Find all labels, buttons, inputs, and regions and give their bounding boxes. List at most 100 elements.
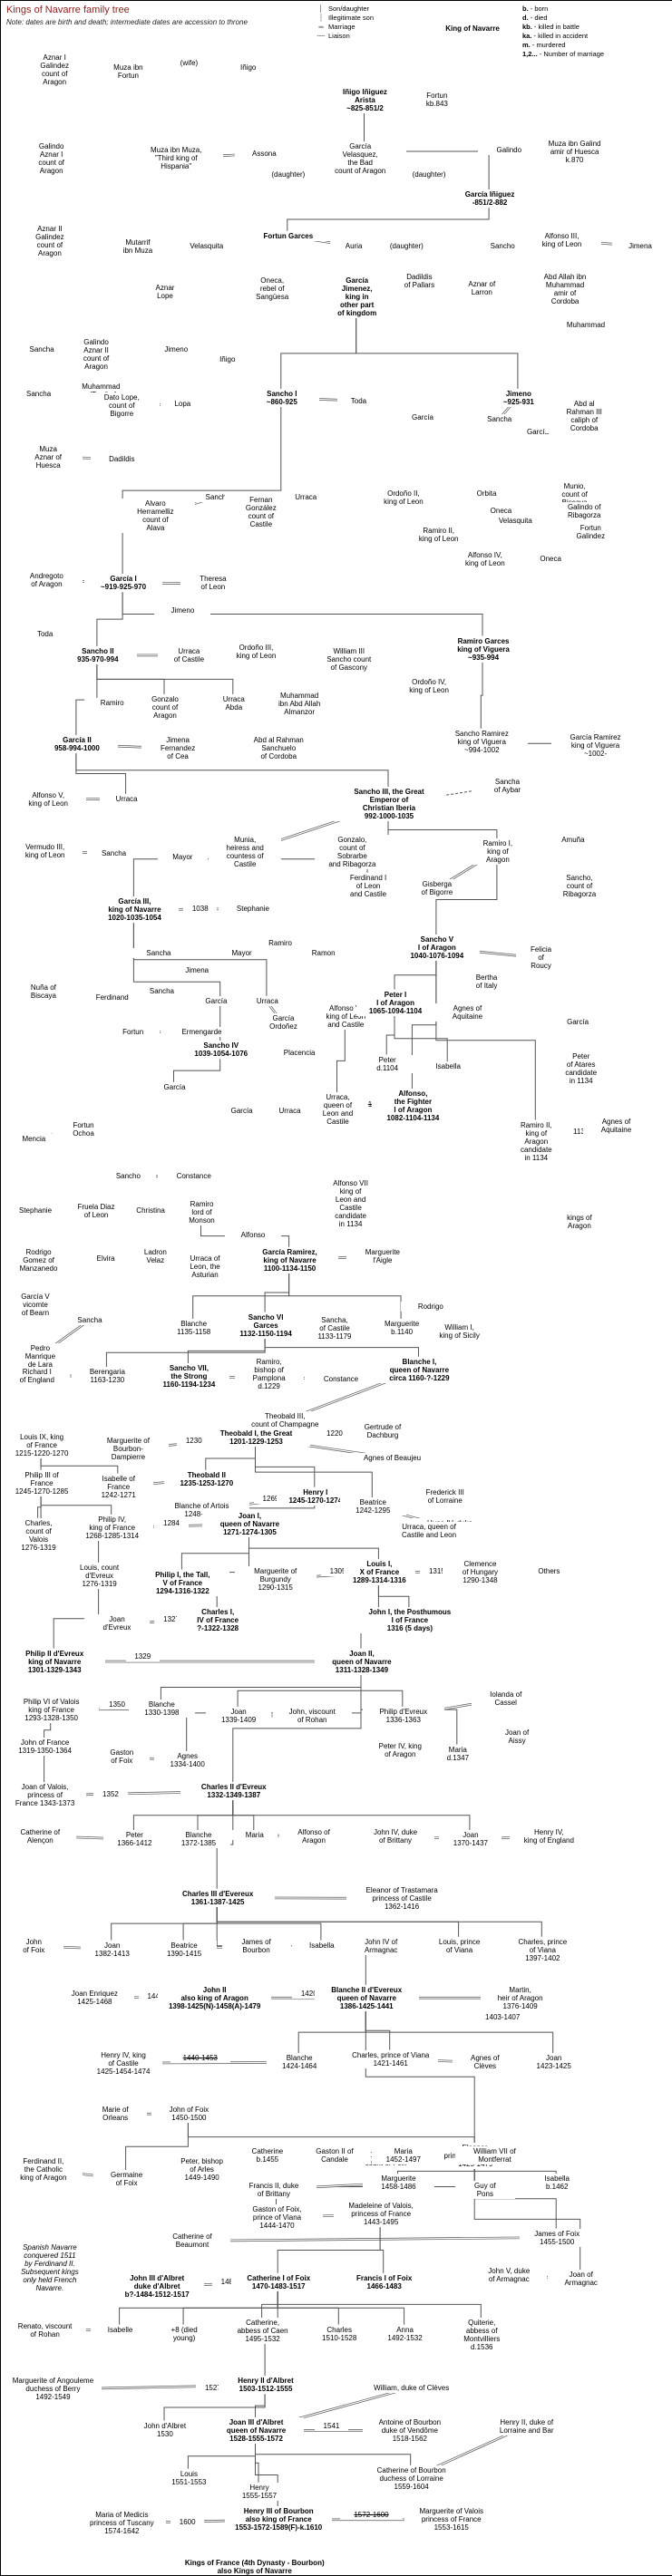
person-maria-a: Maria [231,1830,278,1841]
text-line: king of Leon [326,1012,366,1021]
text-line: Aquitaine [600,1125,632,1134]
text-line: Roucy [531,962,551,971]
page-title: Kings of Navarre family tree [6,5,130,15]
text-line: 1290-1315 [258,1583,293,1592]
text-line: Alfonso IV, [467,550,502,559]
text-line: Ordoño II, [387,489,420,498]
person-garcia-s4: García [148,1081,201,1092]
text-line: Oneca [540,554,561,563]
text-line: García III, [118,897,151,906]
text-line: Sancho Ramirez [454,729,509,738]
person-christina: Christina [119,1206,182,1216]
text-line: Ordoñez [269,1022,297,1031]
text-line: (wife) [180,58,199,67]
person-urraca-n: Urraca [240,996,295,1007]
text-line: Charles, [24,1518,53,1527]
person-mayor1: Mayor [157,852,208,863]
edge-child [180,1537,249,1570]
text-line: Spanish Navarre [23,2242,77,2252]
text-line: count of [83,354,110,363]
text-line: Leon, the [190,1263,220,1272]
text-line: Armagnac [564,2279,598,2287]
text-line: García Iñiguez [464,190,515,199]
text-line: amir of Huesca [550,147,599,156]
text-line: 1284 [163,1518,180,1527]
person-md1230: 1230 [177,1435,211,1446]
person-ramiro-s: Ramiro [83,697,141,708]
text-line: king of Leon [24,850,65,859]
text-line: Alfonso V, [32,790,65,799]
text-line: 1361-1387-1425 [190,1897,245,1906]
text-line: García Ramirez, [262,1247,317,1256]
person-sancha-g: Sancha [14,344,71,354]
person-alfonso-m: Alfonso [225,1229,281,1240]
text-line: candidate [520,1145,552,1154]
text-line: Sancha [26,389,52,398]
text-line: Alfonso VI [329,1003,363,1012]
person-vermudo3: Vermudo III,king of Leon [7,841,83,860]
text-line: Maria [394,2146,413,2155]
text-line: of Cea [167,752,189,761]
edge-child [280,317,357,389]
text-line: Sancha, [321,1316,348,1325]
text-line: ~825-851/2 [346,103,384,112]
edge-child [255,1447,316,1487]
text-line: John IV, duke [373,1827,418,1836]
legend-abbr-meaning: murdered [536,41,566,49]
text-line: García [205,997,228,1006]
text-line: Blanche of Artois [174,1501,229,1510]
text-line: prince of Viana [252,2213,302,2222]
text-line: Muza ibn [113,63,143,73]
text-line: king of Leon [409,686,449,694]
text-line: 1132-1150-1194 [239,1329,292,1338]
legend-symbol-label: Son/daughter [328,5,370,13]
text-line: Orbita [476,489,497,498]
text-line: Munia, [234,836,257,845]
text-line: of Gascony [330,663,368,672]
text-line: Louis, count [80,1563,120,1572]
text-line: Aznar [155,283,175,292]
text-line: García [230,1107,253,1116]
person-stephanie1: Stephanie [218,903,287,914]
text-line: 1555-1557 [241,2491,278,2500]
text-line: Jimenez, [341,284,373,293]
text-line: (daughter) [389,242,424,251]
edge-child [53,1588,100,1649]
text-line: Louis, prince [438,1937,481,1946]
text-line: ~935-994 [468,653,500,662]
text-line: Montvilliers [463,2335,501,2343]
text-line: +8 (died [170,2325,198,2334]
person-sancha-n: Sancha [135,985,189,996]
text-line: 1289-1314-1316 [353,1576,406,1585]
text-line: Toda [36,630,54,638]
text-line: k.870 [565,155,584,164]
text-line: of Hungary [462,1568,499,1577]
text-line: García II [63,736,92,745]
legend-symbol-icon: │ [318,5,324,13]
text-line: Blanche [185,1831,212,1840]
text-line: queen of Navarre [219,1520,280,1529]
text-line: the Fighter [394,1098,433,1107]
text-line: Ribagorza [562,889,597,898]
person-jimena-g3: Jimena [170,965,224,976]
person-jimeno3: Jimeno [154,605,211,615]
text-line: 1398-1425(N)-1458(A)-1479 [168,2001,261,2010]
text-line: Mayor [172,853,193,862]
text-line: of Aragon [31,579,63,588]
text-line: l'Aigle [373,1255,393,1264]
text-line: Sancho I [267,389,297,398]
text-line: 1518-1562 [392,2434,427,2443]
